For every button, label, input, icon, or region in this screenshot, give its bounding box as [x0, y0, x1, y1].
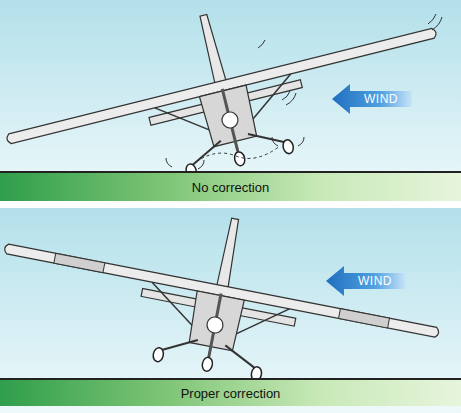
- wind-label: WIND: [354, 84, 408, 114]
- panel-caption: Proper correction: [181, 386, 281, 401]
- panel-caption: No correction: [192, 180, 269, 195]
- wind-arrow: WIND: [326, 266, 406, 296]
- ground-band: No correction: [0, 171, 461, 201]
- wind-label: WIND: [348, 266, 402, 296]
- motion-lines: [166, 14, 442, 169]
- ground-band: Proper correction: [0, 378, 461, 406]
- wind-arrow: WIND: [332, 84, 412, 114]
